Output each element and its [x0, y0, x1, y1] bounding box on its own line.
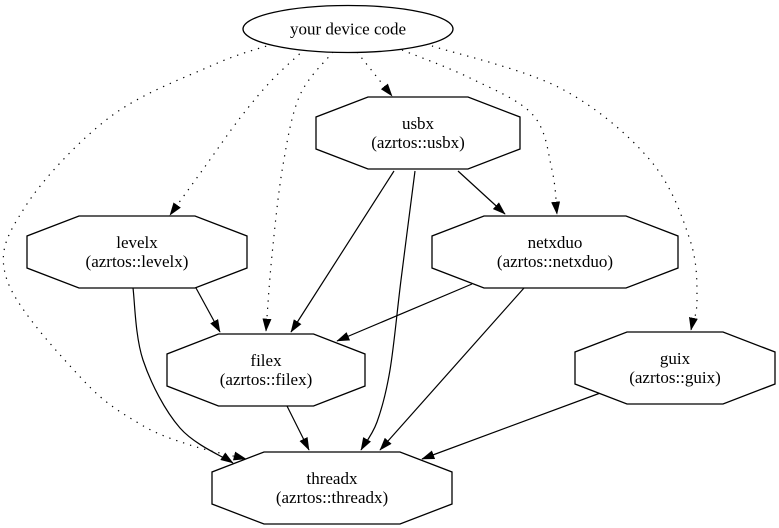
- edge-filex-threadx: [286, 405, 310, 451]
- edge-usbx-netxduo: [457, 170, 506, 215]
- node-device-label-line1: your device code: [290, 20, 406, 39]
- edge-device-guix: [431, 45, 698, 331]
- node-filex: filex(azrtos::filex): [166, 333, 366, 407]
- edge-device-usbx: [356, 51, 393, 97]
- node-netxduo-label-line1: netxduo: [528, 233, 583, 252]
- node-guix-label-line1: guix: [660, 349, 691, 368]
- node-filex-label-line1: filex: [250, 351, 282, 370]
- usbx-octagon-shape: [315, 96, 521, 170]
- edge-device-threadx: [2, 43, 274, 461]
- threadx-octagon-shape: [211, 451, 453, 525]
- node-usbx: usbx(azrtos::usbx): [315, 96, 521, 170]
- edge-device-filex: [262, 51, 334, 332]
- node-device: your device code: [242, 4, 454, 54]
- edge-levelx-filex: [195, 287, 221, 333]
- node-filex-label-line2: (azrtos::filex): [220, 370, 313, 389]
- edge-usbx-threadx: [360, 170, 416, 451]
- node-levelx-label-line1: levelx: [116, 233, 158, 252]
- edge-guix-threadx: [421, 391, 604, 460]
- node-guix: guix(azrtos::guix): [574, 331, 776, 405]
- node-netxduo-label-line2: (azrtos::netxduo): [497, 252, 613, 271]
- device-ellipse-shape: [242, 4, 454, 54]
- edge-levelx-threadx: [132, 287, 234, 464]
- edge-netxduo-threadx: [379, 287, 525, 451]
- netxduo-octagon-shape: [431, 215, 679, 289]
- levelx-octagon-shape: [26, 215, 248, 289]
- node-levelx: levelx(azrtos::levelx): [26, 215, 248, 289]
- node-usbx-label-line1: usbx: [402, 114, 435, 133]
- edge-netxduo-filex: [336, 283, 473, 342]
- edge-device-netxduo: [401, 49, 561, 215]
- node-usbx-label-line2: (azrtos::usbx): [371, 133, 464, 152]
- filex-octagon-shape: [166, 333, 366, 407]
- edges-layer: [2, 43, 698, 464]
- edge-device-levelx: [169, 48, 306, 216]
- node-threadx-label-line1: threadx: [307, 469, 358, 488]
- node-guix-label-line2: (azrtos::guix): [629, 368, 721, 387]
- edge-usbx-filex: [290, 170, 395, 333]
- nodes-layer: your device codeusbx(azrtos::usbx)levelx…: [26, 4, 776, 525]
- node-threadx: threadx(azrtos::threadx): [211, 451, 453, 525]
- node-netxduo: netxduo(azrtos::netxduo): [431, 215, 679, 289]
- node-threadx-label-line2: (azrtos::threadx): [276, 488, 388, 507]
- guix-octagon-shape: [574, 331, 776, 405]
- node-levelx-label-line2: (azrtos::levelx): [86, 252, 189, 271]
